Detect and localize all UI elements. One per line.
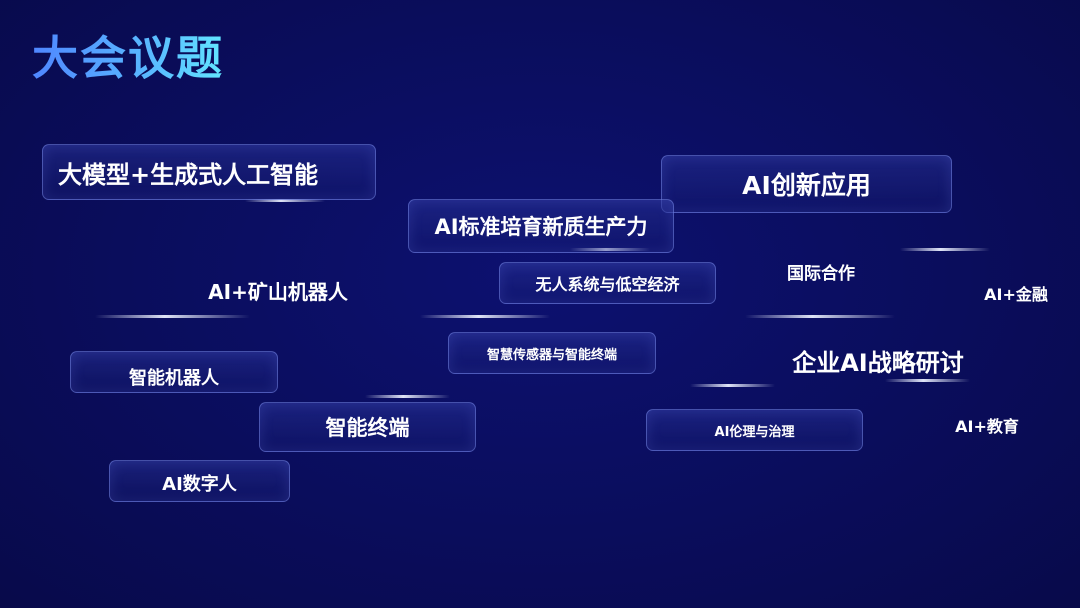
- topic-label: 大模型+生成式人工智能: [58, 160, 319, 189]
- topic-tag-intelligent-robot: 智能机器人: [70, 351, 278, 393]
- topic-label: 企业AI战略研讨: [792, 348, 964, 377]
- topic-label: 无人系统与低空经济: [535, 275, 680, 294]
- light-streak: [420, 315, 550, 318]
- topic-tag-ai-education: AI+教育: [940, 410, 1034, 440]
- topic-label: 国际合作: [787, 263, 855, 284]
- topic-label: AI+金融: [984, 285, 1048, 304]
- topic-label: 智能终端: [325, 416, 410, 440]
- light-streak: [900, 248, 990, 251]
- topic-tag-ai-ethics: AI伦理与治理: [646, 409, 863, 451]
- topic-label: AI创新应用: [742, 171, 871, 200]
- topic-label: 智能机器人: [129, 368, 219, 389]
- topic-label: AI数字人: [162, 474, 237, 495]
- light-streak: [245, 199, 325, 202]
- topic-label: 智慧传感器与智能终端: [486, 347, 617, 363]
- light-streak: [745, 315, 895, 318]
- topic-label: AI标准培育新质生产力: [434, 215, 648, 239]
- topic-tag-ai-standards: AI标准培育新质生产力: [408, 199, 674, 253]
- topic-tag-large-model: 大模型+生成式人工智能: [42, 144, 376, 200]
- topic-tag-mining-robot: AI+矿山机器人: [185, 273, 371, 307]
- topic-tag-ai-innovation: AI创新应用: [661, 155, 952, 213]
- light-streak: [365, 395, 450, 398]
- slide-title: 大会议题: [32, 22, 224, 88]
- topic-tag-smart-terminal: 智能终端: [259, 402, 476, 452]
- light-streak: [885, 379, 970, 382]
- light-streak: [95, 315, 250, 318]
- topic-tag-digital-human: AI数字人: [109, 460, 290, 502]
- topic-label: AI+矿山机器人: [208, 279, 348, 304]
- topic-tag-unmanned-systems: 无人系统与低空经济: [499, 262, 716, 304]
- topic-tag-sensors-terminals: 智慧传感器与智能终端: [448, 332, 656, 374]
- topic-tag-international: 国际合作: [765, 256, 877, 286]
- topic-tag-ai-finance: AI+金融: [970, 278, 1062, 308]
- topic-label: AI+教育: [955, 417, 1019, 436]
- topic-label: AI伦理与治理: [714, 424, 795, 440]
- light-streak: [690, 384, 775, 387]
- topic-tag-enterprise-strategy: 企业AI战略研讨: [770, 340, 986, 380]
